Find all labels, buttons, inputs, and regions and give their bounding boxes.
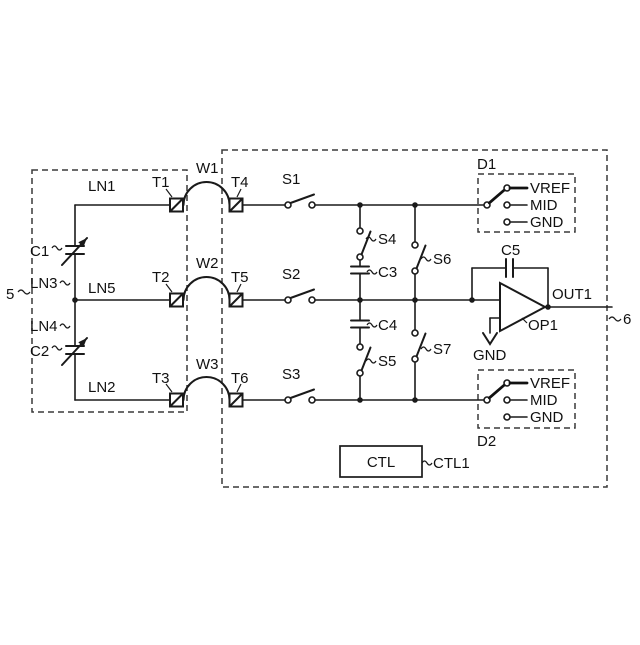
selector-d1-outline — [477, 173, 576, 233]
switch-s4 — [356, 227, 372, 261]
switch-s2 — [284, 288, 316, 304]
w3-label: W3 — [196, 356, 219, 373]
t1-label: T1 — [152, 174, 170, 191]
switch-s1 — [284, 193, 316, 209]
c3-label: C3 — [378, 264, 397, 281]
selector-d1 — [483, 184, 529, 226]
s4-label: S4 — [378, 231, 396, 248]
selector-d2 — [483, 379, 529, 421]
c4-label: C4 — [378, 317, 397, 334]
s6-label: S6 — [433, 251, 451, 268]
s2-label: S2 — [282, 266, 300, 283]
d2-mid-label: MID — [530, 392, 558, 409]
t6-label: T6 — [231, 370, 249, 387]
switch-s6 — [411, 241, 427, 275]
junction-dots — [72, 202, 551, 403]
s1-label: S1 — [282, 171, 300, 188]
t5-label: T5 — [231, 269, 249, 286]
t3-label: T3 — [152, 370, 170, 387]
ln2-label: LN2 — [88, 379, 116, 396]
ln1-label: LN1 — [88, 178, 116, 195]
out1-label: OUT1 — [552, 286, 592, 303]
w1-label: W1 — [196, 160, 219, 177]
variable-capacitor-c2 — [61, 337, 88, 366]
t4-label: T4 — [231, 174, 249, 191]
leader-lines — [17, 188, 622, 466]
ctl1-label: CTL1 — [433, 455, 470, 472]
ln4-label: LN4 — [30, 318, 58, 335]
s7-label: S7 — [433, 341, 451, 358]
s3-label: S3 — [282, 366, 300, 383]
switch-s3 — [284, 388, 316, 404]
t2-label: T2 — [152, 269, 170, 286]
d1-mid-label: MID — [530, 197, 558, 214]
w2-label: W2 — [196, 255, 219, 272]
block-5-outline — [31, 169, 188, 413]
d2-gnd-label: GND — [530, 409, 564, 426]
ref-5-label: 5 — [6, 286, 14, 303]
switch-s7 — [411, 329, 427, 363]
d1-gnd-label: GND — [530, 214, 564, 231]
block-6-outline — [221, 149, 608, 488]
capacitor-c5 — [505, 258, 514, 278]
variable-capacitor-c1 — [61, 237, 88, 266]
c5-label: C5 — [501, 242, 520, 259]
ln5-label: LN5 — [88, 280, 116, 297]
capacitor-c4 — [350, 319, 370, 329]
op1-label: OP1 — [528, 317, 558, 334]
gnd-label: GND — [473, 347, 507, 364]
ref-6-label: 6 — [623, 311, 631, 328]
d2-vref-label: VREF — [530, 375, 570, 392]
c1-label: C1 — [30, 243, 49, 260]
ctl-box — [339, 445, 423, 478]
transformer-w1 — [169, 181, 244, 213]
transformer-w2 — [169, 276, 244, 308]
d1-vref-label: VREF — [530, 180, 570, 197]
c2-label: C2 — [30, 343, 49, 360]
s5-label: S5 — [378, 353, 396, 370]
ctl-label: CTL — [367, 454, 395, 471]
ground-symbol — [482, 332, 498, 346]
transformer-w3 — [169, 376, 244, 408]
selector-d2-outline — [477, 369, 576, 429]
capacitor-c3 — [350, 265, 370, 275]
ln3-label: LN3 — [30, 275, 58, 292]
switch-s5 — [356, 343, 372, 377]
d2-label: D2 — [477, 433, 496, 450]
d1-label: D1 — [477, 156, 496, 173]
